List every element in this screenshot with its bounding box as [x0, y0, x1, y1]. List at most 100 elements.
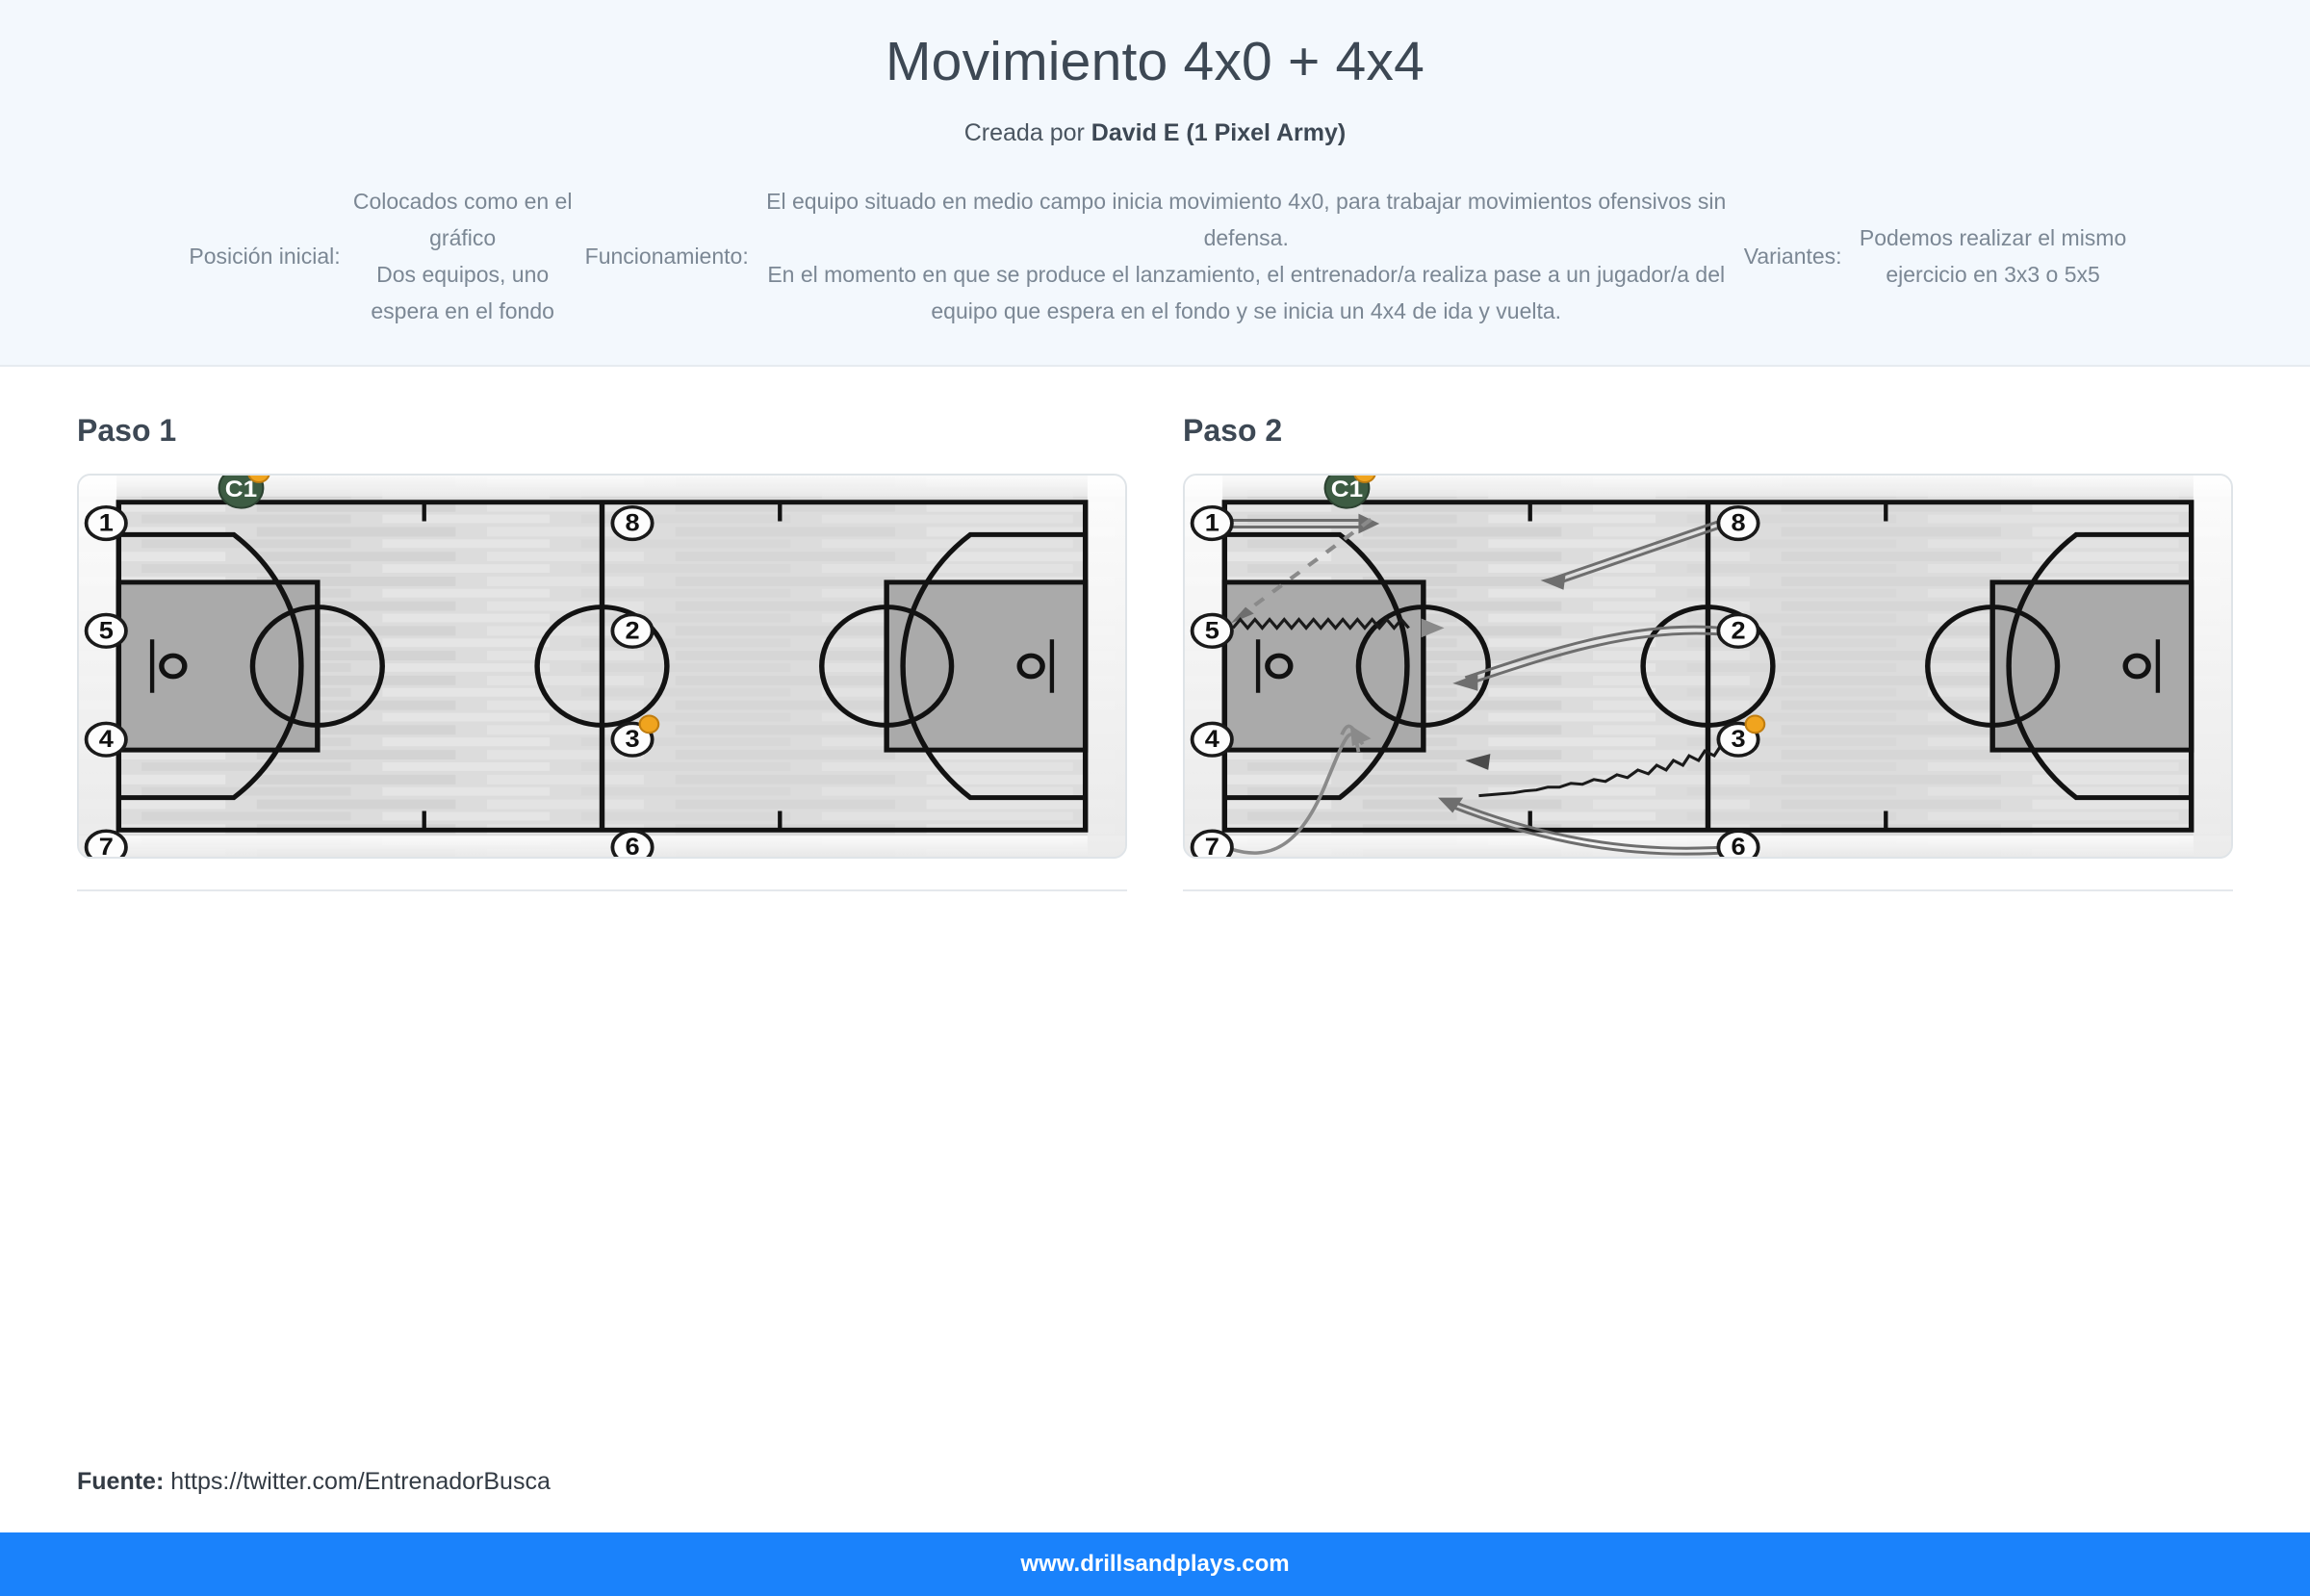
- markers-overlay-1: 1 5 4 7 8: [84, 476, 660, 858]
- info-label-variantes: Variantes:: [1743, 244, 1842, 270]
- player-label: 4: [99, 725, 115, 753]
- player-label: 5: [1205, 617, 1219, 645]
- arrow-cut-player-7: [1230, 724, 1372, 855]
- source-label: Fuente:: [77, 1468, 165, 1495]
- player-marker[interactable]: 2: [1716, 612, 1760, 650]
- ft-circle-right: [819, 605, 955, 728]
- site-footer: www.drillsandplays.com: [0, 1532, 2310, 1596]
- info-value-variantes: Podemos realizar el mismo ejercicio en 3…: [1859, 225, 2127, 288]
- player-marker[interactable]: 4: [1190, 721, 1234, 758]
- player-label: 6: [1731, 833, 1745, 857]
- steps-container: Paso 1: [0, 367, 2310, 1406]
- rim-right: [1016, 653, 1045, 680]
- drill-header: Movimiento 4x0 + 4x4 Creada por David E …: [0, 0, 2310, 368]
- player-marker[interactable]: 7: [84, 829, 128, 858]
- ft-circle-left: [249, 605, 385, 728]
- court-edge-top: [79, 476, 1125, 497]
- player-label: 6: [625, 833, 639, 857]
- court-edge-bottom: [79, 836, 1125, 858]
- arrow-dribble-player-3: [1465, 745, 1722, 798]
- player-label: 1: [1205, 509, 1219, 537]
- center-circle: [1640, 605, 1776, 728]
- basketball-icon: [247, 476, 270, 484]
- player-marker[interactable]: 5: [84, 612, 128, 650]
- step-2: Paso 2: [1183, 413, 2233, 1406]
- player-marker-with-ball[interactable]: 3: [610, 714, 660, 758]
- player-marker[interactable]: 5: [1190, 612, 1234, 650]
- arrow-cut-player-1: [1233, 513, 1380, 534]
- key-box-right: [1989, 579, 2194, 753]
- info-label-posicion: Posición inicial:: [189, 244, 341, 270]
- step-1: Paso 1: [77, 413, 1127, 1406]
- player-label: 7: [1205, 833, 1219, 857]
- ft-circle-left: [1355, 605, 1491, 728]
- player-marker[interactable]: 2: [610, 612, 654, 650]
- author-name: David E (1 Pixel Army): [1091, 119, 1347, 147]
- step-1-divider: [77, 889, 1127, 892]
- player-label: 2: [625, 617, 639, 645]
- rim-left: [159, 653, 188, 680]
- court-lines: [1221, 500, 2194, 833]
- player-marker[interactable]: 4: [84, 721, 128, 758]
- info-value-funcionamiento: El equipo situado en medio campo inicia …: [766, 189, 1727, 324]
- key-box-left: [116, 579, 321, 753]
- arrow-pass-coach: [1230, 518, 1373, 624]
- markers-overlay-2: 1 5 4 7 8: [1190, 476, 1766, 858]
- player-marker[interactable]: 6: [1716, 829, 1760, 858]
- player-label: 4: [1205, 725, 1220, 753]
- player-marker[interactable]: 8: [610, 505, 654, 542]
- rim-left: [1265, 653, 1294, 680]
- player-marker[interactable]: 1: [1190, 505, 1234, 542]
- court-edge-right: [1087, 476, 1125, 858]
- info-label-funcionamiento: Funcionamiento:: [584, 244, 749, 270]
- step-1-title: Paso 1: [77, 413, 177, 449]
- source-line: Fuente: https://twitter.com/EntrenadorBu…: [0, 1406, 2310, 1496]
- player-marker[interactable]: 6: [610, 829, 654, 858]
- source-url[interactable]: https://twitter.com/EntrenadorBusca: [170, 1468, 551, 1495]
- player-marker[interactable]: 7: [1190, 829, 1234, 858]
- player-label: 3: [1731, 725, 1745, 753]
- player-label: 2: [1731, 617, 1745, 645]
- key-box-right: [884, 579, 1089, 753]
- basketball-icon: [638, 714, 660, 734]
- arrow-cut-player-8: [1540, 518, 1728, 590]
- court-edge-bottom: [1185, 836, 2231, 858]
- court-svg-2: [1185, 476, 2231, 858]
- player-label: 7: [99, 833, 114, 857]
- player-label: 1: [99, 509, 114, 537]
- author-line: Creada por David E (1 Pixel Army): [0, 119, 2310, 147]
- info-row: Posición inicial: Colocados como en el g…: [0, 184, 2310, 330]
- court-diagram-1[interactable]: 1 5 4 7 8: [77, 474, 1127, 860]
- ft-circle-right: [1925, 605, 2061, 728]
- coach-marker[interactable]: C1: [218, 476, 270, 509]
- page-title: Movimiento 4x0 + 4x4: [885, 31, 1425, 92]
- center-circle: [534, 605, 670, 728]
- three-point-right: [2006, 532, 2192, 801]
- three-point-left: [1224, 532, 1410, 801]
- court-lines: [116, 500, 1089, 833]
- movement-arrows: [1230, 513, 1728, 856]
- arrow-dribble-player-5: [1231, 617, 1445, 638]
- court-edge-right: [2193, 476, 2231, 858]
- court-svg-1: [79, 476, 1125, 858]
- arrow-cut-player-2: [1452, 625, 1726, 691]
- player-label: 8: [1731, 509, 1745, 537]
- coach-marker[interactable]: C1: [1323, 476, 1376, 509]
- info-value-posicion: Colocados como en el gráfico Dos equipos…: [352, 189, 573, 324]
- player-label: 3: [625, 725, 639, 753]
- key-box-left: [1221, 579, 1426, 753]
- footer-website[interactable]: www.drillsandplays.com: [1020, 1551, 1290, 1577]
- rim-right: [2122, 653, 2151, 680]
- step-2-title: Paso 2: [1183, 413, 1283, 449]
- player-marker[interactable]: 8: [1716, 505, 1760, 542]
- arrow-cut-player-6: [1438, 797, 1723, 856]
- created-by-prefix: Creada por: [963, 119, 1091, 147]
- player-marker-with-ball[interactable]: 3: [1716, 714, 1766, 758]
- step-2-divider: [1183, 889, 2233, 892]
- player-marker[interactable]: 1: [84, 505, 128, 542]
- basketball-icon: [1744, 714, 1766, 734]
- player-label: 8: [625, 509, 639, 537]
- player-label: 5: [99, 617, 114, 645]
- court-diagram-2[interactable]: 1 5 4 7 8: [1183, 474, 2233, 860]
